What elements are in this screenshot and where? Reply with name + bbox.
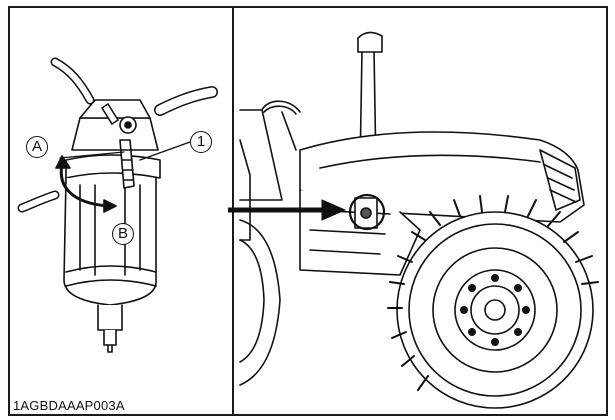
callout-b: B [112,223,134,245]
callout-1: 1 [190,131,212,153]
figure-code: 1AGBDAAAP003A [13,398,125,413]
callout-a: A [26,136,48,158]
